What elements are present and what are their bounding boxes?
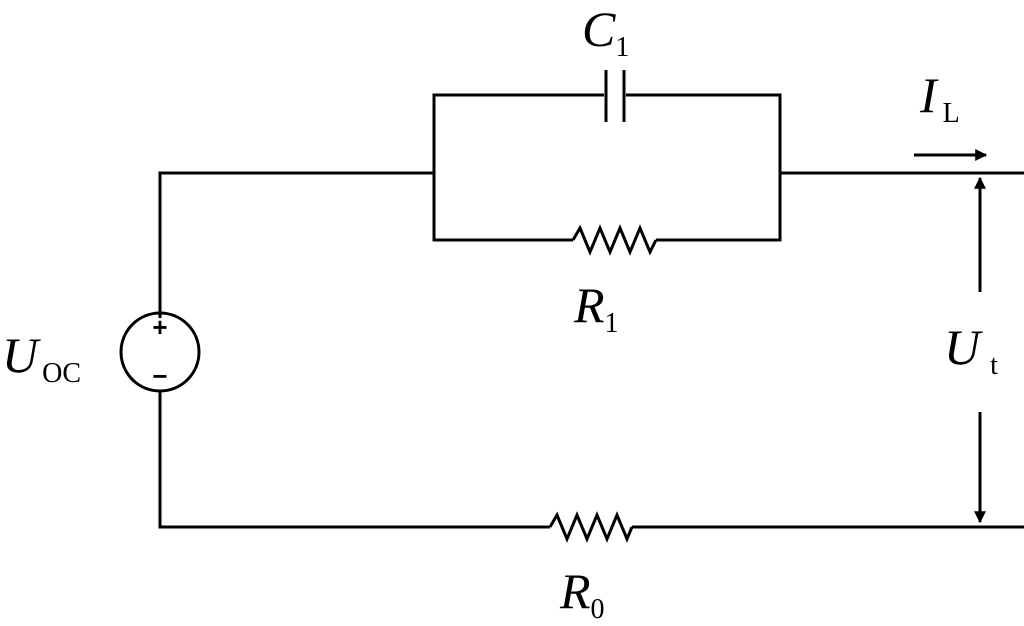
circuit-wires (158, 171, 1024, 529)
capacitor-c1 (604, 70, 626, 122)
resistor-r0-label: R0 (559, 563, 605, 625)
plus-sign: + (152, 312, 167, 342)
voltage-source-symbol: + − (119, 311, 201, 393)
minus-sign: − (152, 361, 167, 391)
rc-parallel-branch (432, 93, 782, 242)
resistor-r1-symbol (571, 224, 658, 256)
resistor-r1-label: R1 (573, 277, 619, 339)
capacitor-c1-label: C1 (582, 1, 629, 63)
resistor-r0-symbol (548, 511, 634, 543)
